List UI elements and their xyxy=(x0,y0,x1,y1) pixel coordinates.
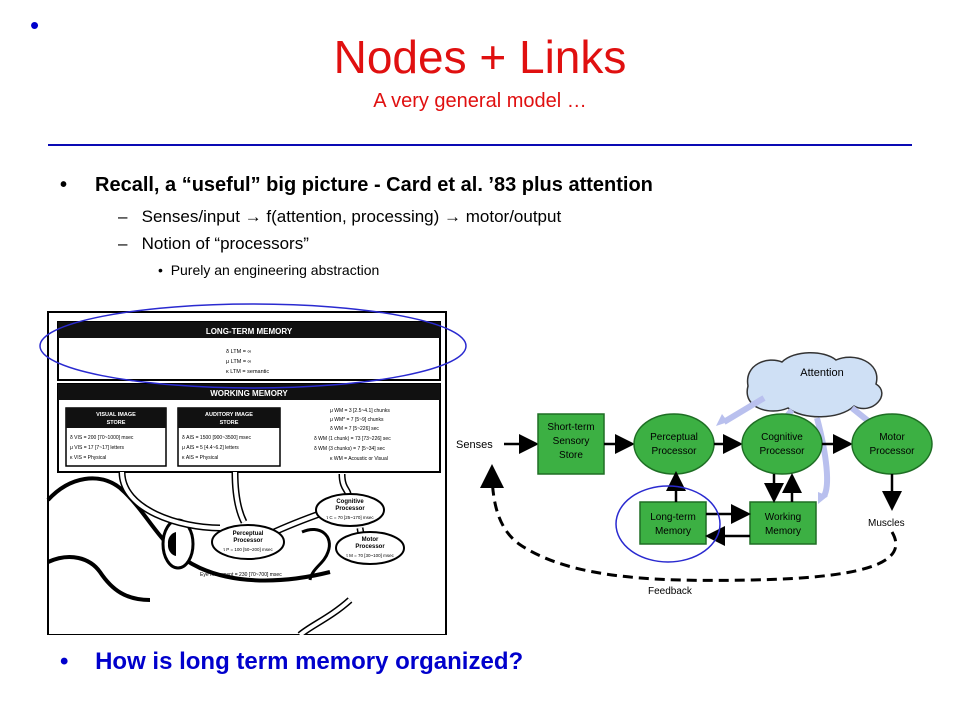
sub-sub-bullet-abstraction: • Purely an engineering abstraction xyxy=(158,262,379,278)
cognitive-label: Processor xyxy=(759,446,805,457)
wm-param: μ WM = 3 [2.5~4.1] chunks xyxy=(330,408,390,414)
sub-bullet-senses: – Senses/input → f(attention, processing… xyxy=(118,207,561,227)
ltm-param: κ LTM = semantic xyxy=(226,369,269,375)
wm-param: δ WM = 7 [5~226] sec xyxy=(330,426,379,432)
wm-param: δ WM (1 chunk) = 73 [73~226] sec xyxy=(314,436,391,442)
wm-title: WORKING MEMORY xyxy=(210,389,288,398)
cognitive-processor-node xyxy=(741,413,823,475)
slide-title: Nodes + Links xyxy=(333,31,627,83)
auditory-param: δ AIS = 1500 [900~3500] msec xyxy=(182,435,251,441)
visual-param: μ VIS = 17 [7~17] letters xyxy=(70,445,125,451)
ltm-label: Long-term xyxy=(650,512,696,523)
motor-processor-label: Processor xyxy=(355,544,385,550)
ltm-title: LONG-TERM MEMORY xyxy=(206,327,293,336)
ltm-highlight-ellipse xyxy=(39,303,467,389)
dash-mark: – xyxy=(118,234,128,253)
bullet-mark: • xyxy=(60,648,69,675)
ear-icon xyxy=(301,528,331,581)
stm-label: Store xyxy=(559,450,583,461)
wm-param: κ WM = Acoustic or Visual xyxy=(330,456,388,462)
model-human-processor-figure: LONG-TERM MEMORY δ LTM = ∞ μ LTM = ∞ κ L… xyxy=(39,303,467,635)
ltm-header xyxy=(58,322,440,338)
bullet-recall-text: Recall, a “useful” big picture - Card et… xyxy=(95,174,653,196)
perceptual-processor-label: Processor xyxy=(233,538,263,544)
wm-param: δ WM (3 chunks) = 7 [5~34] sec xyxy=(314,446,385,452)
corner-bullet: • xyxy=(30,10,40,40)
attention-arrow xyxy=(722,395,766,425)
title-divider xyxy=(48,144,912,146)
attention-arrow-head xyxy=(818,492,828,504)
perceptual-processor-param: τ P = 100 [50~200] msec xyxy=(223,547,273,552)
attention-arrow-head xyxy=(716,414,728,426)
long-term-memory-node xyxy=(639,501,707,545)
auditory-store-title: STORE xyxy=(220,420,239,426)
ltm-param: δ LTM = ∞ xyxy=(226,349,251,355)
feedback-loop-arrow xyxy=(480,464,898,582)
perceptual-label: Processor xyxy=(651,446,697,457)
bottom-question: • How is long term memory organized? xyxy=(60,648,523,676)
visual-store-title: STORE xyxy=(107,420,126,426)
attention-cloud xyxy=(746,352,883,418)
cognitive-processor-label: Processor xyxy=(335,506,365,512)
bullet-mark: • xyxy=(60,174,68,196)
perceptual-processor-node xyxy=(633,413,715,475)
dash-mark: – xyxy=(118,207,128,226)
eye-movement-label: Eye movement = 230 [70~700] msec xyxy=(200,572,282,578)
wm-header xyxy=(58,384,440,400)
motor-processor-node xyxy=(851,413,933,475)
motor-processor-label: Motor xyxy=(362,537,379,543)
stm-label: Short-term xyxy=(547,422,594,433)
wm-label: Memory xyxy=(765,526,801,537)
processor-flow-diagram: Attention Senses Short-term Sensory Stor… xyxy=(456,352,933,597)
sub-bullet-senses-text: Senses/input → f(attention, processing) … xyxy=(141,207,562,226)
auditory-param: μ AIS = 5 [4.4~6.2] letters xyxy=(182,445,239,451)
flow-arrow xyxy=(233,471,246,523)
perceptual-processor-label: Perceptual xyxy=(233,531,264,537)
visual-store-header xyxy=(66,408,166,428)
auditory-store-header xyxy=(178,408,280,428)
bottom-question-text: How is long term memory organized? xyxy=(95,648,524,675)
perceptual-label: Perceptual xyxy=(650,432,698,443)
motor-processor-node xyxy=(335,531,405,565)
cognitive-label: Cognitive xyxy=(761,432,803,443)
flow-arrow xyxy=(298,598,352,635)
motor-label: Motor xyxy=(879,432,905,443)
attention-label: Attention xyxy=(800,367,843,379)
attention-arrow xyxy=(814,417,831,498)
working-memory-node xyxy=(749,501,817,545)
sub-bullet-processors: – Notion of “processors” xyxy=(118,234,309,254)
face-outline xyxy=(47,555,151,602)
stm-label: Sensory xyxy=(553,436,590,447)
motor-processor-param: τ M = 70 [30~100] msec xyxy=(346,553,395,558)
wm-param: μ WM* = 7 [5~9] chunks xyxy=(330,417,384,423)
sub-bullet-processors-text: Notion of “processors” xyxy=(141,234,309,253)
muscles-label: Muscles xyxy=(868,518,905,529)
wm-label: Working xyxy=(765,512,802,523)
ltm-label: Memory xyxy=(655,526,691,537)
cognitive-processor-param: τ C = 70 [25~170] msec xyxy=(326,515,374,520)
motor-label: Processor xyxy=(869,446,915,457)
pupil-icon xyxy=(167,532,176,556)
visual-store-title: VISUAL IMAGE xyxy=(96,412,136,418)
ltm-highlight-ellipse xyxy=(615,485,721,563)
perceptual-processor-node xyxy=(211,524,285,560)
slide-subtitle: A very general model … xyxy=(373,90,587,112)
auditory-store-title: AUDITORY IMAGE xyxy=(205,412,253,418)
feedback-label: Feedback xyxy=(648,586,693,597)
sub-sub-bullet-abstraction-text: Purely an engineering abstraction xyxy=(170,262,380,278)
cognitive-processor-node xyxy=(315,493,385,527)
bullet-mark: • xyxy=(158,262,163,278)
ltm-param: μ LTM = ∞ xyxy=(226,359,252,365)
auditory-param: κ AIS = Physical xyxy=(182,455,218,461)
cognitive-processor-label: Cognitive xyxy=(336,499,364,505)
visual-param: δ VIS = 200 [70~1000] msec xyxy=(70,435,134,441)
flow-arrow xyxy=(120,471,221,530)
senses-label: Senses xyxy=(456,439,493,451)
visual-param: κ VIS = Physical xyxy=(70,455,106,461)
